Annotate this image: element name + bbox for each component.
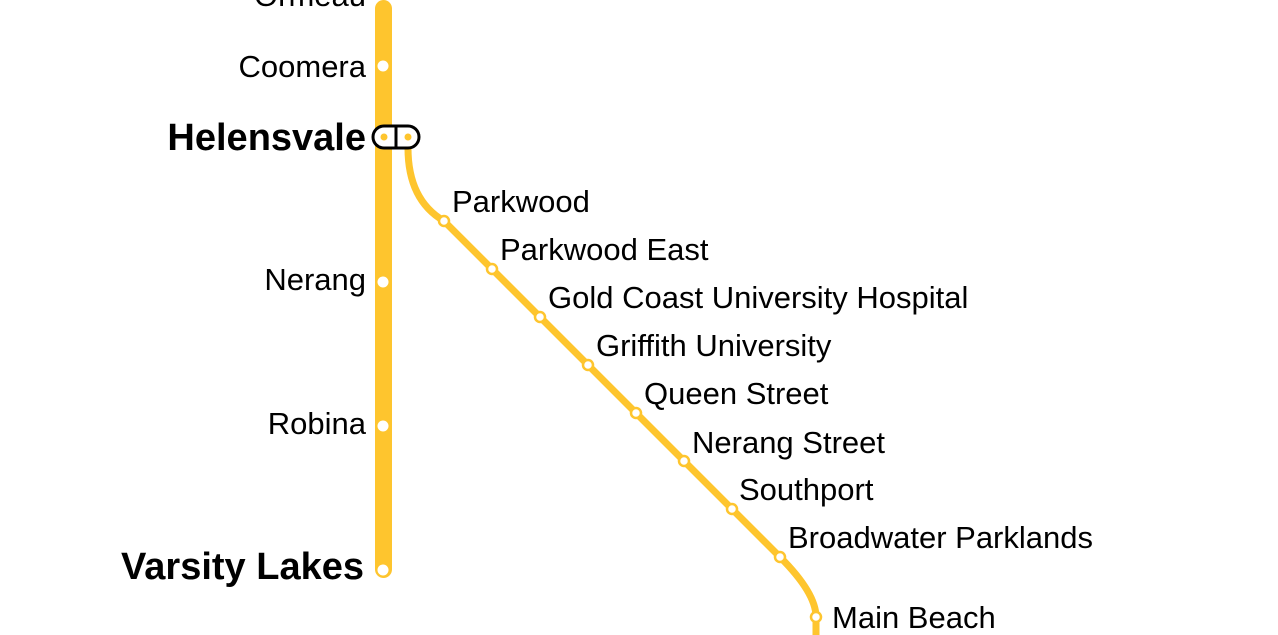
station-label-nerang[interactable]: Nerang [264, 262, 366, 297]
station-marker-southport[interactable] [725, 502, 739, 516]
station-label-robina[interactable]: Robina [268, 406, 367, 441]
station-label-broadwater-parklands[interactable]: Broadwater Parklands [788, 520, 1093, 555]
station-marker-queen-street[interactable] [629, 406, 643, 420]
station-marker-varsity-lakes[interactable] [377, 564, 389, 576]
station-label-ormeau[interactable]: Ormeau [254, 0, 366, 13]
station-marker-robina[interactable] [377, 420, 389, 432]
interchange-marker-helensvale[interactable] [371, 124, 421, 150]
station-label-gold-coast-university-hospital[interactable]: Gold Coast University Hospital [548, 280, 968, 315]
station-marker-parkwood[interactable] [437, 214, 451, 228]
station-label-parkwood-east[interactable]: Parkwood East [500, 232, 709, 267]
station-label-southport[interactable]: Southport [739, 472, 874, 507]
station-label-nerang-street[interactable]: Nerang Street [692, 425, 885, 460]
station-label-varsity-lakes[interactable]: Varsity Lakes [121, 546, 364, 588]
station-marker-gold-coast-university-hospital[interactable] [533, 310, 547, 324]
station-marker-broadwater-parklands[interactable] [773, 550, 787, 564]
station-label-coomera[interactable]: Coomera [239, 49, 367, 84]
station-marker-parkwood-east[interactable] [485, 262, 499, 276]
station-label-main-beach[interactable]: Main Beach [832, 600, 996, 635]
station-marker-coomera[interactable] [377, 60, 389, 72]
station-marker-nerang-street[interactable] [677, 454, 691, 468]
station-marker-nerang[interactable] [377, 276, 389, 288]
station-label-parkwood[interactable]: Parkwood [452, 184, 590, 219]
station-marker-main-beach[interactable] [809, 610, 823, 624]
rail-line [375, 0, 392, 578]
station-label-queen-street[interactable]: Queen Street [644, 376, 829, 411]
station-label-griffith-university[interactable]: Griffith University [596, 328, 832, 363]
station-label-helensvale[interactable]: Helensvale [167, 117, 366, 159]
station-marker-griffith-university[interactable] [581, 358, 595, 372]
